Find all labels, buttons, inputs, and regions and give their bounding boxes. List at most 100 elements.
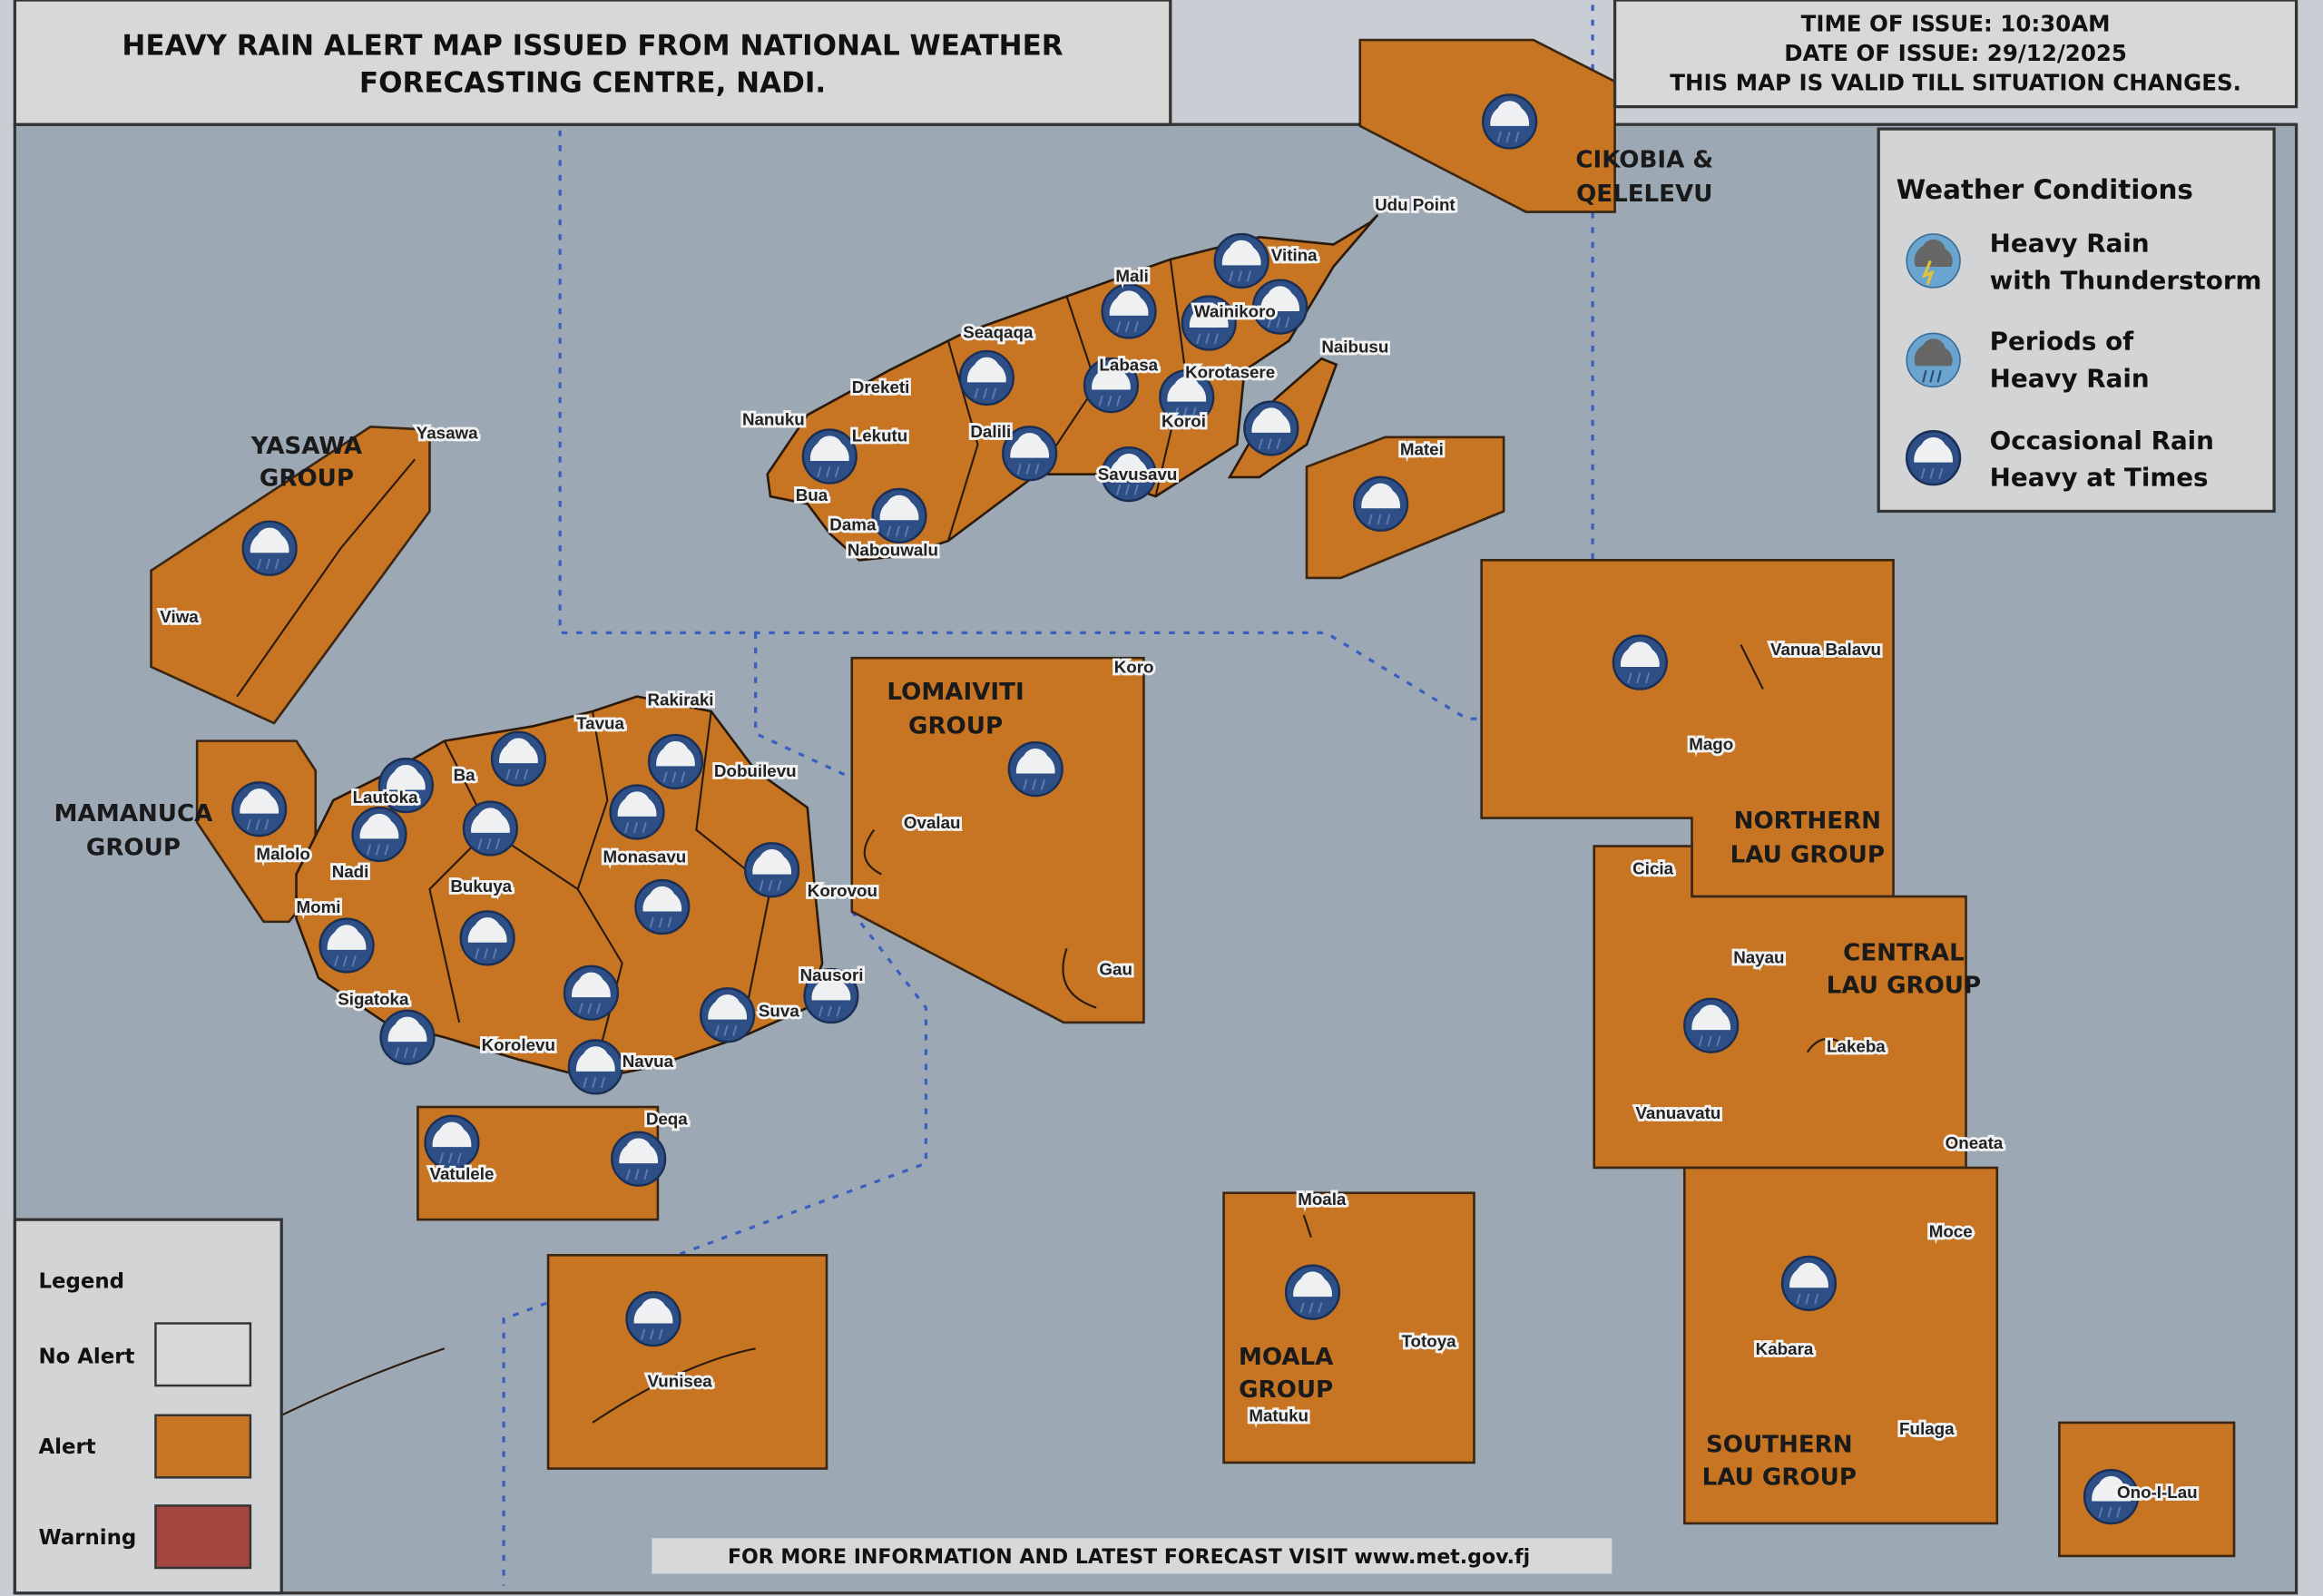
zone-lomaiviti[interactable] [850, 656, 1145, 1024]
occasional-rain-icon[interactable] [700, 987, 756, 1043]
occasional-rain-icon[interactable] [1213, 232, 1269, 289]
group-label: CIKOBIA & [1575, 147, 1713, 174]
occasional-rain-icon[interactable] [871, 487, 927, 543]
group-label: LOMAIVITI [887, 679, 1024, 706]
place-label: Monasavu [603, 847, 686, 867]
island-outline [236, 458, 1846, 1424]
occasional-rain-icon[interactable] [801, 428, 858, 485]
occasional-rain-icon[interactable] [424, 1114, 480, 1170]
place-label: Nabouwalu [848, 540, 938, 559]
occasional-rain-icon[interactable] [1007, 741, 1063, 798]
group-labels: YASAWA GROUP MAMANUCA GROUP LOMAIVITI GR… [54, 147, 1982, 1492]
occasional-rain-icon[interactable] [625, 1290, 681, 1347]
occasional-rain-icon[interactable] [567, 1039, 623, 1095]
occasional-rain-icon[interactable] [634, 878, 691, 935]
place-labels: Udu Point Vitina Mali Wainikoro Naibusu … [157, 192, 2200, 1504]
occasional-rain-icon[interactable] [611, 1131, 667, 1187]
place-label: Nausori [800, 965, 864, 984]
footer-bar: FOR MORE INFORMATION AND LATEST FORECAST… [652, 1538, 1612, 1574]
place-label: Cicia [1632, 859, 1673, 878]
place-label: Vatulele [429, 1164, 494, 1183]
legend-label: Alert [38, 1435, 95, 1459]
group-label: MOALA [1239, 1344, 1334, 1371]
occasional-rain-icon[interactable] [231, 781, 288, 837]
place-label: Matei [1400, 439, 1444, 458]
occasional-rain-icon[interactable] [462, 800, 519, 857]
occasional-rain-icon[interactable] [1101, 283, 1157, 339]
place-label: Korolevu [482, 1035, 555, 1054]
time-of-issue: TIME OF ISSUE: 10:30AM [1801, 10, 2111, 36]
group-label: GROUP [908, 712, 1003, 739]
weather-conditions-panel: Weather Conditions Heavy Rain with Thund… [1877, 127, 2276, 514]
place-label: Udu Point [1375, 195, 1456, 214]
place-label: Malolo [256, 844, 309, 863]
occasional-rain-icon[interactable] [1243, 400, 1299, 456]
occasional-rain-icon[interactable] [1353, 475, 1409, 532]
place-label: Moce [1929, 1222, 1973, 1241]
zone-southern-lau[interactable] [1683, 1166, 1999, 1525]
place-label: Vunisea [647, 1372, 712, 1391]
legend-swatch-alert [154, 1414, 252, 1479]
occasional-rain-icon[interactable] [459, 910, 515, 966]
place-label: Deqa [646, 1110, 688, 1129]
weather-conditions-title: Weather Conditions [1897, 174, 2193, 205]
place-label: Korotasere [1185, 362, 1275, 381]
group-label: MAMANUCA [54, 800, 214, 827]
occasional-rain-icon[interactable] [609, 784, 665, 840]
zone-moala[interactable] [1222, 1191, 1475, 1464]
group-label: LAU GROUP [1730, 842, 1885, 869]
place-label: Kabara [1756, 1339, 1814, 1358]
occasional-rain-icon[interactable] [958, 349, 1014, 406]
issue-info-box: TIME OF ISSUE: 10:30AM DATE OF ISSUE: 29… [1612, 0, 2298, 109]
occasional-rain-icon[interactable] [1482, 93, 1538, 150]
place-label: Koroi [1162, 411, 1206, 430]
occasional-rain-icon[interactable] [1612, 634, 1668, 690]
footer-text[interactable]: FOR MORE INFORMATION AND LATEST FORECAST… [728, 1546, 1530, 1569]
place-label: Nayau [1733, 948, 1784, 967]
place-label: Mago [1689, 734, 1733, 753]
group-label: CENTRAL [1843, 939, 1965, 966]
condition-label: Heavy at Times [1990, 463, 2209, 493]
legend-swatch-warning [154, 1504, 252, 1570]
place-label: Dama [829, 515, 877, 534]
place-label: Ba [454, 766, 476, 785]
place-label: Korovou [808, 881, 877, 900]
group-label: LAU GROUP [1827, 972, 1981, 999]
group-label: GROUP [1239, 1376, 1333, 1404]
occasional-rain-icon[interactable] [647, 733, 704, 790]
zone-kadavu[interactable] [546, 1254, 828, 1470]
group-label: LAU GROUP [1702, 1464, 1857, 1492]
occasional-rain-icon[interactable] [1780, 1255, 1838, 1312]
place-label: Vanua Balavu [1770, 640, 1881, 659]
place-label: Viwa [160, 607, 199, 626]
condition-label: Heavy Rain [1990, 229, 2150, 259]
occasional-rain-icon[interactable] [490, 730, 547, 787]
zone-central-lau[interactable] [1593, 845, 1967, 1170]
condition-label: Periods of [1990, 326, 2134, 356]
validity-note: THIS MAP IS VALID TILL SITUATION CHANGES… [1670, 70, 2241, 96]
boundary-line [502, 632, 928, 1586]
place-label: Bukuya [450, 876, 512, 896]
province-boundaries [428, 259, 1187, 1080]
place-label: Naibusu [1321, 338, 1388, 357]
place-label: Vitina [1271, 245, 1318, 264]
occasional-rain-icon[interactable] [351, 806, 407, 863]
occasional-rain-icon[interactable] [563, 964, 620, 1021]
place-label: Wainikoro [1194, 302, 1276, 321]
occasional-rain-icon[interactable] [743, 842, 800, 898]
zone-yasawa[interactable] [150, 426, 431, 725]
place-label: Tavua [576, 714, 624, 733]
condition-label: Occasional Rain [1990, 426, 2214, 455]
place-label: Yasawa [417, 423, 478, 442]
alert-zones [150, 38, 2236, 1558]
place-label: Ovalau [904, 813, 961, 832]
occasional-rain-icon[interactable] [241, 520, 298, 576]
place-label: Fulaga [1899, 1419, 1955, 1438]
place-label: Moala [1298, 1190, 1347, 1209]
occasional-rain-icon[interactable] [1284, 1264, 1341, 1320]
occasional-rain-icon[interactable] [319, 917, 375, 974]
occasional-rain-icon[interactable] [379, 1009, 436, 1065]
occasional-rain-icon[interactable] [1683, 997, 1740, 1053]
place-label: Dreketi [852, 377, 910, 397]
